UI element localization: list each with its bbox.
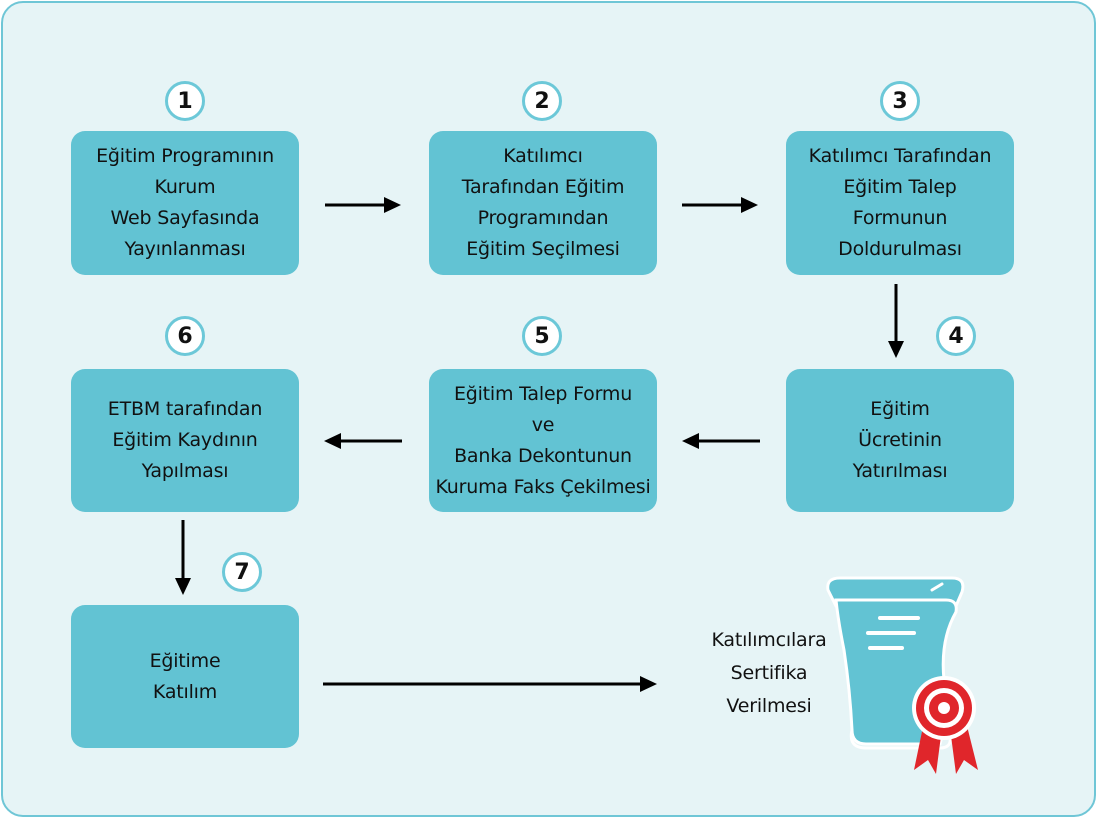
step-5-number: 5 <box>522 316 562 356</box>
step-6-box: ETBM tarafından Eğitim Kaydının Yapılmas… <box>71 369 299 512</box>
step-4-number: 4 <box>936 316 976 356</box>
arrow-4-to-5 <box>682 433 760 449</box>
arrow-5-to-6 <box>324 433 402 449</box>
step-6-number: 6 <box>165 316 205 356</box>
step-7-box: Eğitime Katılım <box>71 605 299 748</box>
step-1-number: 1 <box>165 81 205 121</box>
arrow-6-to-7 <box>175 520 191 595</box>
step-5-box: Eğitim Talep Formu ve Banka Dekontunun K… <box>429 369 657 512</box>
step-2-box: Katılımcı Tarafından Eğitim Programından… <box>429 131 657 275</box>
step-3-box: Katılımcı Tarafından Eğitim Talep Formun… <box>786 131 1014 275</box>
step-3-number: 3 <box>880 81 920 121</box>
arrow-3-to-4 <box>888 284 904 358</box>
certificate-label: Katılımcılara Sertifika Verilmesi <box>711 629 827 717</box>
certificate-scroll-icon <box>826 576 978 774</box>
step-4-box: Eğitim Ücretinin Yatırılması <box>786 369 1014 512</box>
arrow-7-to-certificate <box>323 676 657 692</box>
step-1-box: Eğitim Programının Kurum Web Sayfasında … <box>71 131 299 275</box>
arrow-1-to-2 <box>325 197 401 213</box>
step-7-number: 7 <box>222 552 262 592</box>
step-2-number: 2 <box>522 81 562 121</box>
arrow-2-to-3 <box>682 197 758 213</box>
